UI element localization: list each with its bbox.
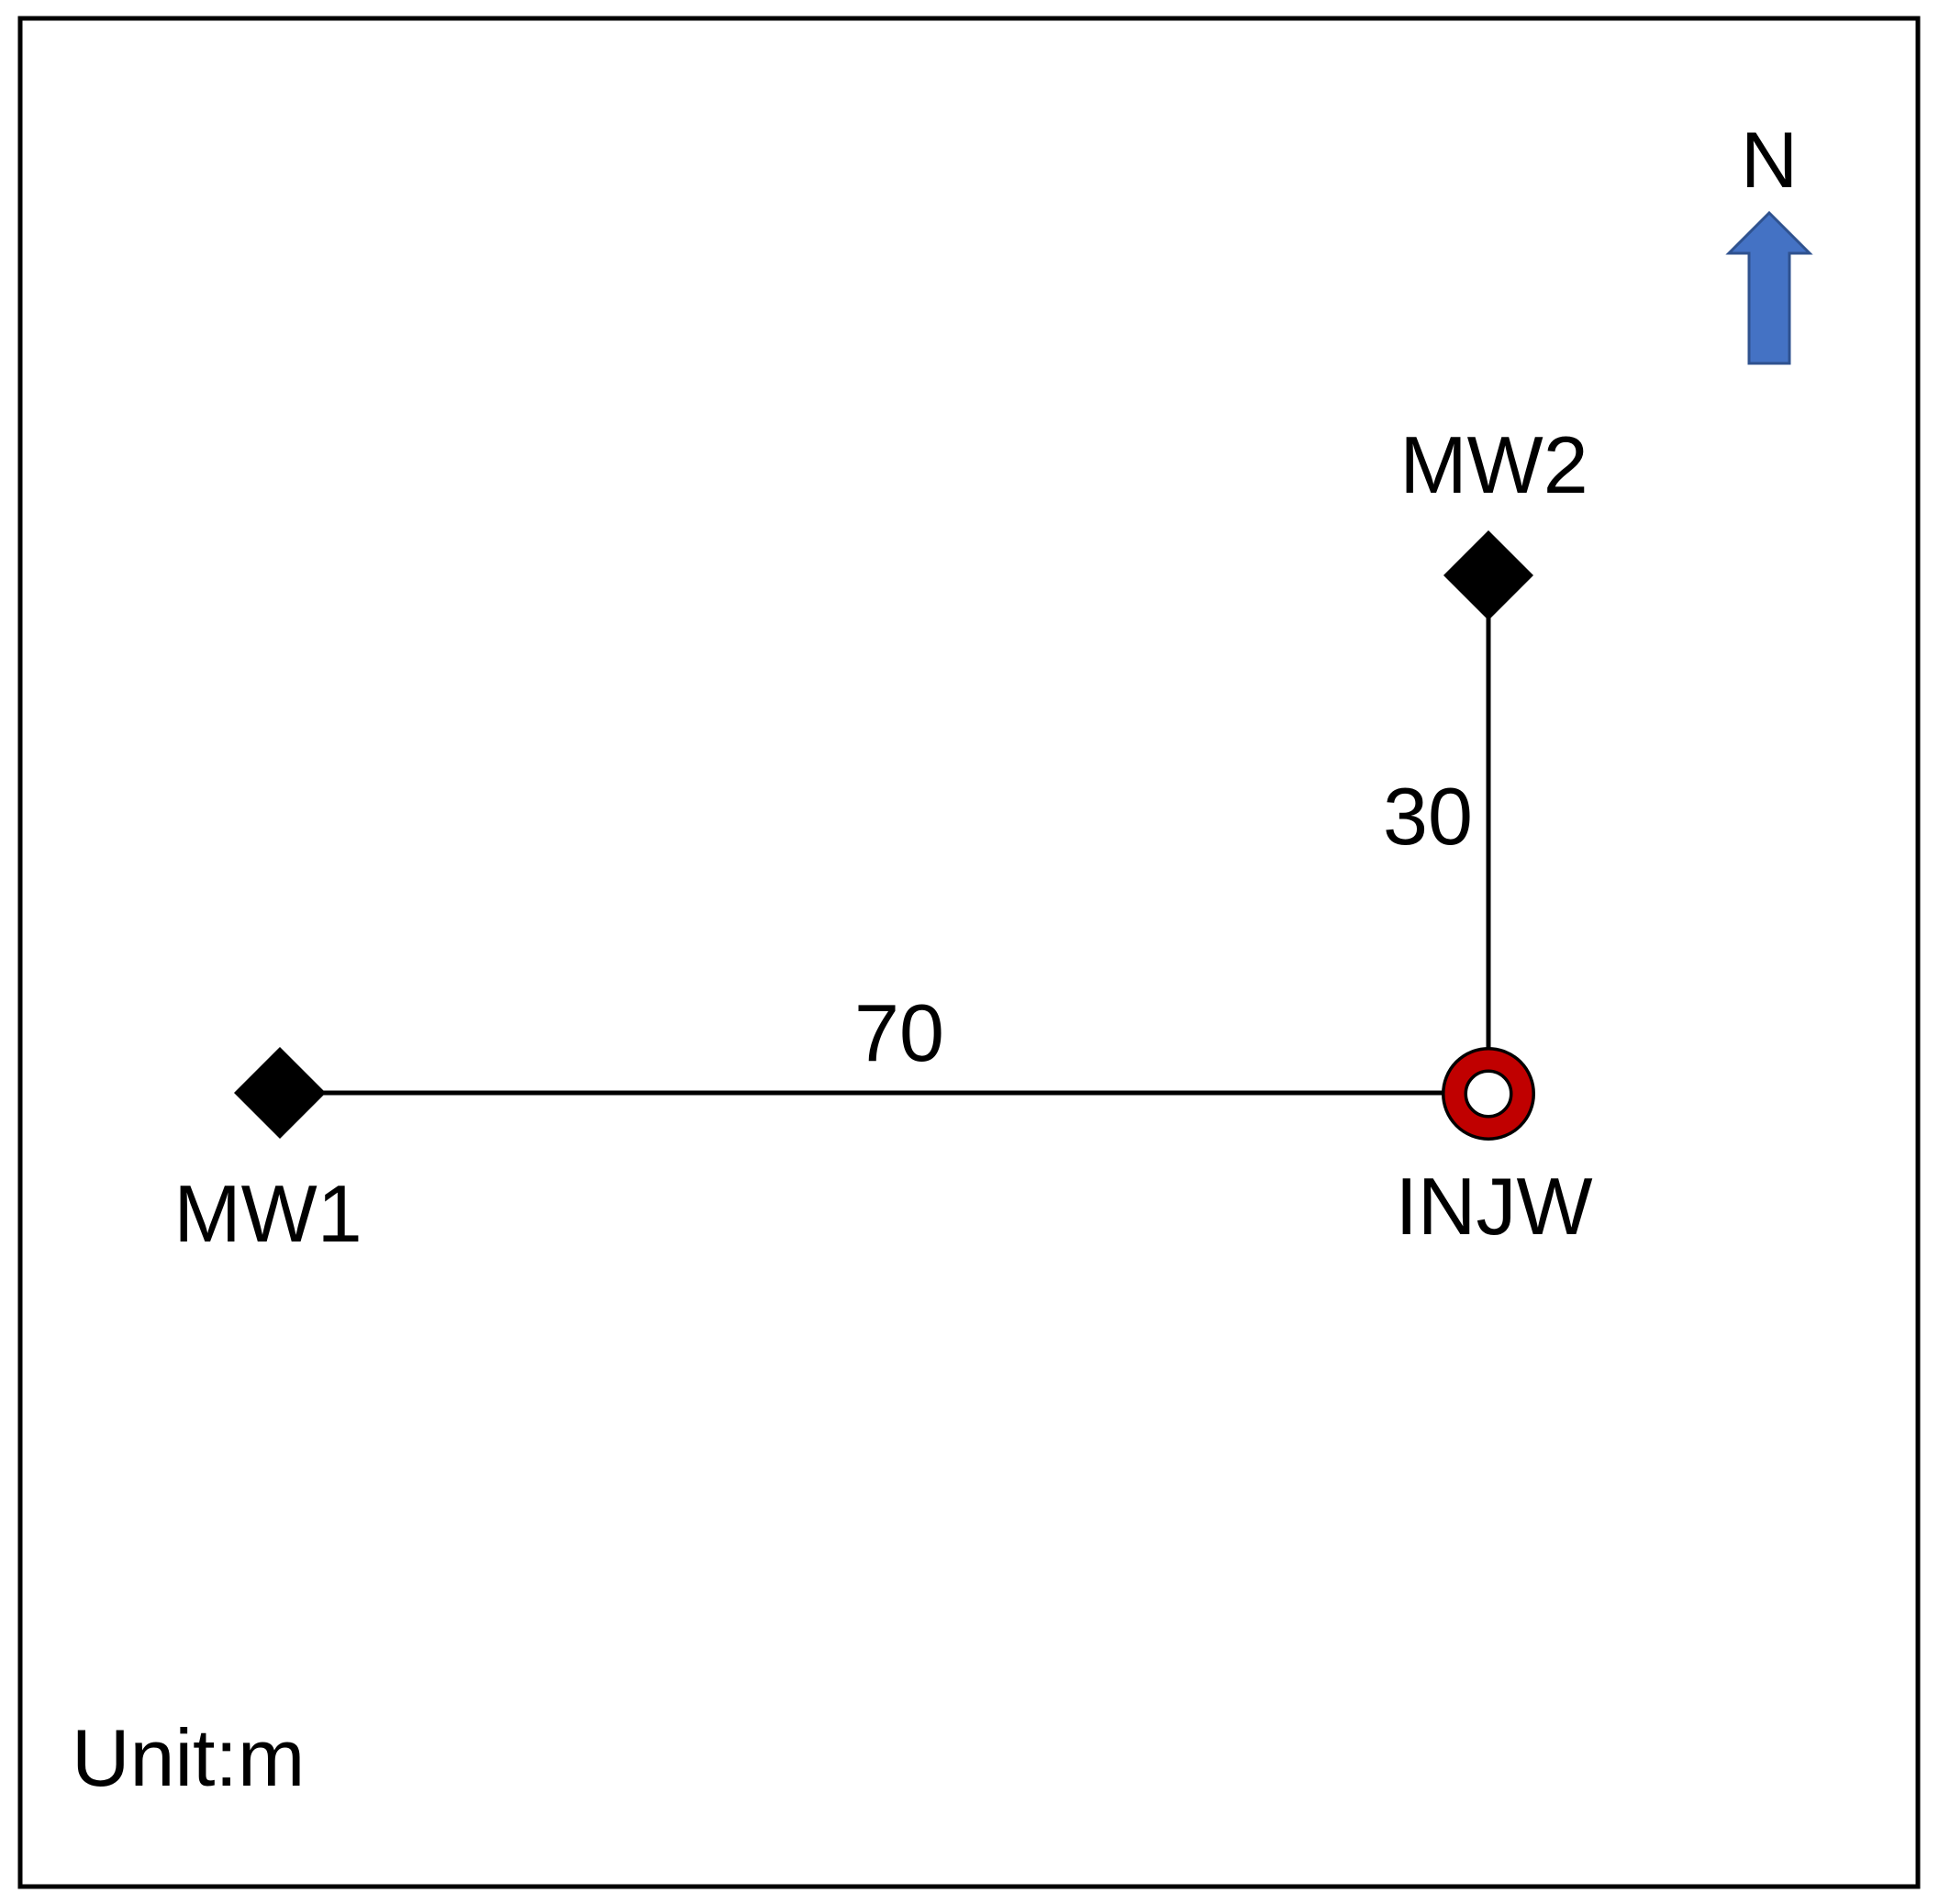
unit-label: Unit:m — [72, 1712, 305, 1803]
well-mw2: MW2 — [1399, 419, 1588, 620]
north-arrow-icon — [1725, 210, 1813, 365]
well-label-mw2: MW2 — [1399, 419, 1588, 510]
distance-label-injw-mw2: 30 — [1383, 771, 1473, 862]
diamond-icon — [234, 1047, 326, 1139]
ring-fill — [1444, 1050, 1532, 1138]
diamond-icon — [1443, 530, 1533, 620]
well-mw1: MW1 — [173, 1047, 362, 1259]
north-indicator: N — [1725, 117, 1813, 365]
north-label: N — [1741, 117, 1798, 205]
well-injw: INJW — [1395, 1047, 1593, 1252]
well-label-mw1: MW1 — [173, 1168, 362, 1259]
well-label-injw: INJW — [1395, 1161, 1592, 1252]
distance-label-mw1-injw: 70 — [854, 987, 944, 1078]
map-frame — [17, 16, 1921, 1889]
